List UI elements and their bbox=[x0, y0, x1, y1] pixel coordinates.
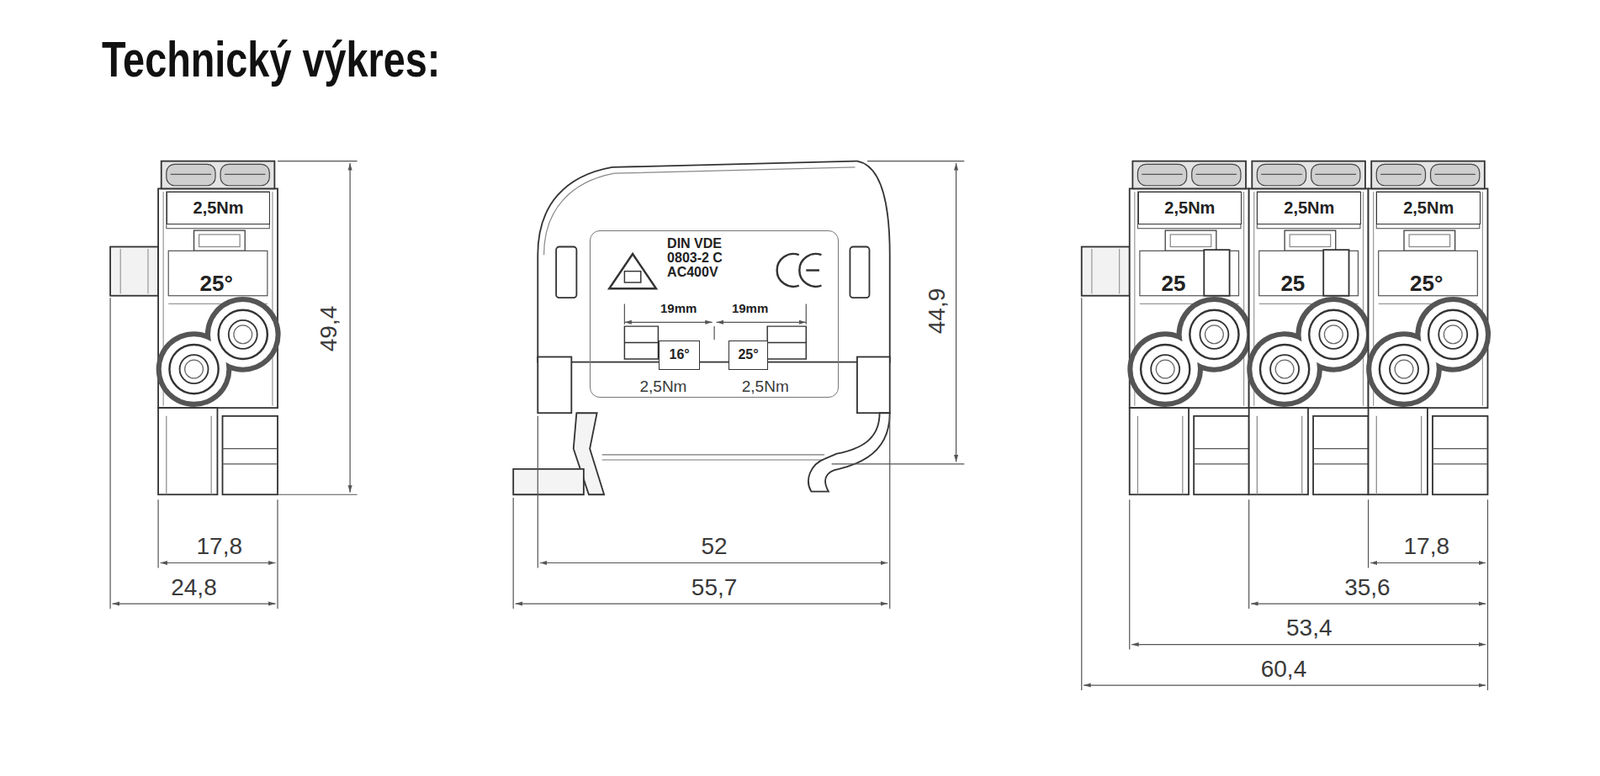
dimension-value: 49,4 bbox=[317, 305, 341, 352]
torque-label: 2,5Nm bbox=[639, 377, 687, 394]
three-block-view bbox=[1081, 161, 1491, 496]
box-label: 2,5Nm bbox=[1403, 199, 1454, 217]
angle-label: 25° bbox=[199, 272, 233, 295]
dimension-value: 17,8 bbox=[196, 535, 244, 559]
angle-label: 25 bbox=[1160, 272, 1186, 295]
torque-box: 2,5Nm bbox=[1376, 191, 1481, 225]
box-label: 2,5Nm bbox=[193, 199, 244, 217]
box-label: 2,5Nm bbox=[1283, 199, 1335, 217]
dimension-value: 53,4 bbox=[1286, 616, 1333, 641]
torque-box: 2,5Nm bbox=[1256, 191, 1362, 225]
angle-box: 16° bbox=[658, 340, 700, 371]
angle-label: 25° bbox=[1409, 272, 1443, 295]
box-label: 16° bbox=[669, 348, 690, 362]
dimension-value: 24,8 bbox=[170, 576, 218, 600]
side-view bbox=[110, 161, 281, 496]
front-view bbox=[513, 161, 891, 496]
label-plate: DIN VDE 0803-2 C AC400V 16° 25° bbox=[589, 230, 839, 398]
dimension-value: 55,7 bbox=[691, 576, 738, 600]
box-label: 2,5Nm bbox=[1164, 199, 1215, 217]
box-label: 25° bbox=[737, 348, 758, 362]
strip-length: 19mm bbox=[731, 301, 769, 315]
standard-text: DIN VDE 0803-2 C AC400V bbox=[667, 237, 737, 280]
dimension-lines bbox=[110, 161, 1488, 691]
torque-label: 2,5Nm bbox=[741, 377, 790, 394]
dimension-value: 35,6 bbox=[1344, 576, 1391, 600]
page-title: Technický výkres: bbox=[101, 31, 440, 88]
angle-box: 25° bbox=[728, 340, 769, 371]
strip-length: 19mm bbox=[660, 301, 697, 315]
torque-box: 2,5Nm bbox=[166, 191, 271, 225]
dimension-value: 44,9 bbox=[925, 288, 949, 335]
angle-label: 25 bbox=[1280, 272, 1305, 295]
dimension-value: 52 bbox=[701, 535, 728, 559]
torque-box: 2,5Nm bbox=[1138, 191, 1243, 225]
dimension-value: 60,4 bbox=[1260, 657, 1308, 682]
dimension-value: 17,8 bbox=[1403, 535, 1451, 559]
